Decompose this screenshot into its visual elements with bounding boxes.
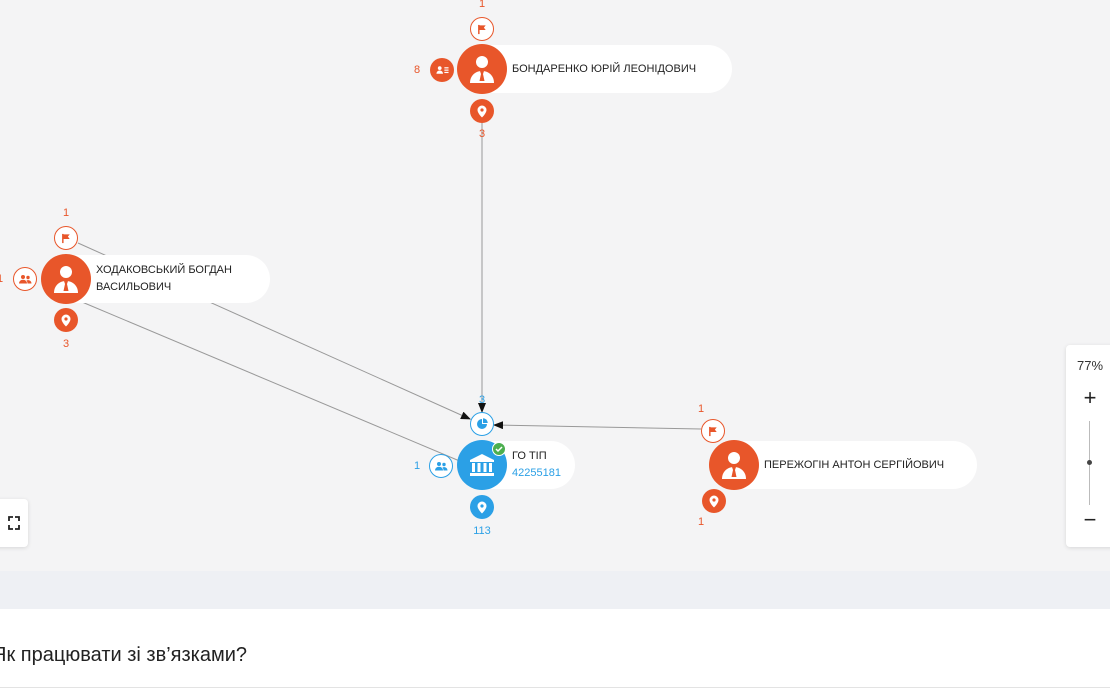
bondarenko-location-badge[interactable] xyxy=(470,99,494,123)
location-pin-icon xyxy=(61,314,71,326)
fullscreen-button[interactable] xyxy=(0,499,28,547)
fullscreen-icon xyxy=(8,516,20,530)
zoom-in-button[interactable]: + xyxy=(1083,385,1097,410)
perezhohin-avatar[interactable] xyxy=(709,440,759,490)
bondarenko-flag-badge[interactable] xyxy=(470,17,494,41)
bondarenko-flag-count: 1 xyxy=(478,0,486,10)
people-icon xyxy=(19,275,32,284)
bottom-divider-line xyxy=(0,687,1110,688)
ho-tip-avatar[interactable] xyxy=(457,440,507,490)
location-pin-icon xyxy=(477,501,487,513)
ho-tip-people-count: 1 xyxy=(413,460,421,472)
ho-tip-founders-badge[interactable] xyxy=(470,412,494,436)
zoom-slider-handle[interactable] xyxy=(1087,460,1092,465)
khodakovskyi-name-line1: ХОДАКОВСЬКИЙ БОГДАН xyxy=(96,264,232,276)
bank-building-icon xyxy=(470,454,494,476)
ho-tip-name: ГО ТІП xyxy=(512,450,547,462)
bondarenko-people-badge[interactable] xyxy=(430,58,454,82)
ho-tip-founders-count: 3 xyxy=(478,394,486,406)
khodakovskyi-flag-count: 1 xyxy=(62,207,70,219)
person-list-icon xyxy=(435,66,449,74)
khodakovskyi-name-label[interactable]: ХОДАКОВСЬКИЙ БОГДАН ВАСИЛЬОВИЧ xyxy=(56,255,270,303)
pie-chart-icon xyxy=(477,418,488,429)
edge-perezhohin-to-ho-tip xyxy=(493,421,702,430)
khodakovskyi-location-badge[interactable] xyxy=(54,308,78,332)
location-pin-icon xyxy=(477,105,487,117)
people-icon xyxy=(435,462,448,471)
perezhohin-flag-count: 1 xyxy=(697,403,705,415)
flag-icon xyxy=(708,426,717,436)
khodakovskyi-avatar[interactable] xyxy=(41,254,91,304)
person-icon xyxy=(470,56,494,83)
khodakovskyi-flag-badge[interactable] xyxy=(54,226,78,250)
ho-tip-edrpou-code: 42255181 xyxy=(512,467,561,479)
flag-icon xyxy=(477,24,486,34)
bondarenko-location-count: 3 xyxy=(478,128,486,140)
perezhohin-name-label[interactable]: ПЕРЕЖОГІН АНТОН СЕРГІЙОВИЧ xyxy=(724,441,977,489)
bondarenko-name-label[interactable]: БОНДАРЕНКО ЮРІЙ ЛЕОНІДОВИЧ xyxy=(472,45,732,93)
bondarenko-name: БОНДАРЕНКО ЮРІЙ ЛЕОНІДОВИЧ xyxy=(512,62,697,75)
ho-tip-location-count: 113 xyxy=(473,525,491,537)
flag-icon xyxy=(61,233,70,243)
person-icon xyxy=(722,452,746,479)
verified-check-icon xyxy=(492,442,506,456)
bondarenko-people-count: 8 xyxy=(413,64,421,76)
zoom-level: 77% xyxy=(1076,358,1104,373)
perezhohin-flag-badge[interactable] xyxy=(701,419,725,443)
khodakovskyi-name-line2: ВАСИЛЬОВИЧ xyxy=(96,281,172,293)
location-pin-icon xyxy=(709,495,719,507)
zoom-out-button[interactable]: − xyxy=(1083,507,1097,532)
bondarenko-avatar[interactable] xyxy=(457,44,507,94)
person-icon xyxy=(54,266,78,293)
zoom-panel: 77% + − xyxy=(1066,345,1110,547)
perezhohin-location-badge[interactable] xyxy=(702,489,726,513)
ho-tip-location-badge[interactable] xyxy=(470,495,494,519)
khodakovskyi-people-count: 1 xyxy=(0,273,15,285)
khodakovskyi-people-badge[interactable] xyxy=(13,267,37,291)
relations-graph-canvas[interactable]: 1 8 БОНДАРЕНКО ЮРІЙ ЛЕОНІДОВИЧ 3 1 1 ХОД… xyxy=(0,0,1110,571)
edge-khodakovskyi-to-ho-tip xyxy=(81,301,463,463)
ho-tip-people-badge[interactable] xyxy=(429,454,453,478)
help-heading: Як працювати зі зв’язками? xyxy=(0,644,248,666)
khodakovskyi-location-count: 3 xyxy=(62,338,70,350)
perezhohin-location-count: 1 xyxy=(697,516,705,528)
section-divider xyxy=(0,571,1110,609)
perezhohin-name: ПЕРЕЖОГІН АНТОН СЕРГІЙОВИЧ xyxy=(764,458,945,471)
